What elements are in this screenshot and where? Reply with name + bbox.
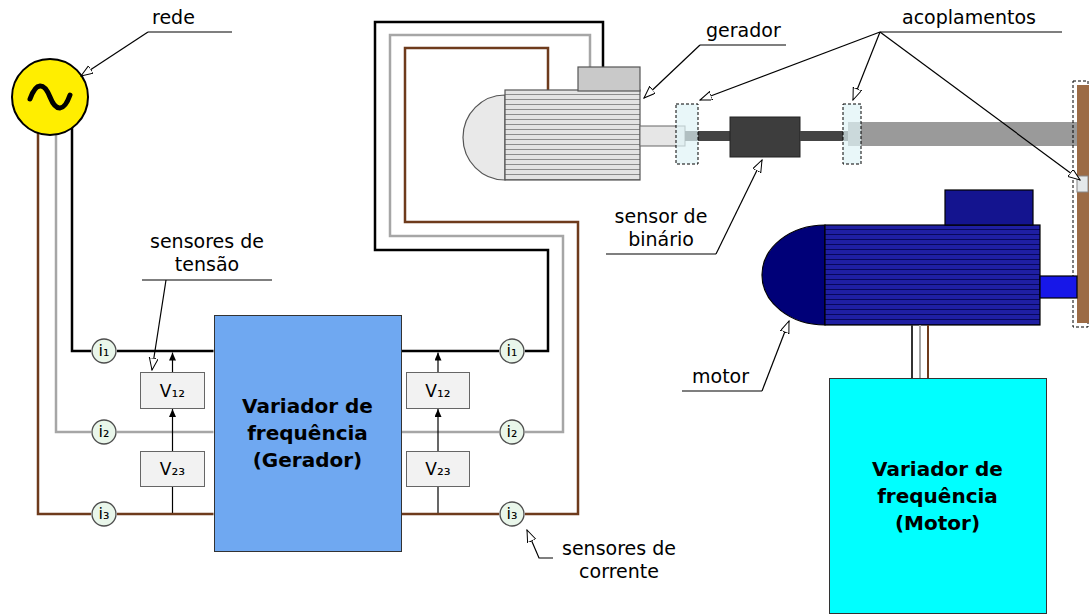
voltage-tap <box>172 487 173 513</box>
current-sensor: i₃ <box>499 501 525 527</box>
frequency-converter: Variador de frequência (Motor) <box>829 378 1047 614</box>
leader-line <box>644 45 700 98</box>
motor-body <box>825 225 1040 325</box>
voltage-sensor: V₁₂ <box>140 372 205 409</box>
shaft <box>1040 276 1077 298</box>
generator-body <box>505 90 640 180</box>
converter-label: Variador de frequência (Motor) <box>840 456 1036 537</box>
wire <box>402 431 500 434</box>
wire <box>117 350 214 353</box>
coupling-plate <box>1077 85 1089 323</box>
wire <box>402 350 500 353</box>
motor-cable <box>911 325 913 378</box>
coupling <box>676 104 698 164</box>
leader-line <box>762 321 789 391</box>
sensor-label: i₃ <box>99 505 110 523</box>
terminal-box <box>945 190 1033 225</box>
motor-cable <box>927 325 929 378</box>
voltage-sensor: V₂₃ <box>406 451 470 487</box>
ac-symbol <box>30 86 70 108</box>
sensor-label: i₃ <box>507 505 518 523</box>
wire <box>117 513 214 516</box>
grid-source <box>12 59 88 135</box>
callout-label: sensor de binário <box>604 205 718 251</box>
wire <box>38 100 91 514</box>
sensor-label: i₁ <box>507 342 518 360</box>
leader-line <box>152 280 166 370</box>
wire <box>375 22 603 351</box>
leader-line <box>700 32 880 100</box>
converter-label: Variador de frequência (Gerador) <box>225 393 391 474</box>
voltage-sensor: V₂₃ <box>140 451 205 487</box>
callout-label: sensores de tensão <box>144 230 270 276</box>
voltage-tap <box>437 487 438 513</box>
callout-label: gerador <box>706 19 781 42</box>
motor-cable <box>919 325 921 378</box>
current-sensor: i₂ <box>499 419 525 445</box>
callout-underline <box>606 253 716 254</box>
sensor-circle <box>92 339 116 363</box>
current-sensor: i₁ <box>499 338 525 364</box>
sensor-label: i₂ <box>507 423 518 441</box>
callout-label: motor <box>692 365 749 388</box>
current-sensor: i₁ <box>91 338 117 364</box>
sensor-label: i₂ <box>99 423 110 441</box>
sensor-label: V₁₂ <box>160 381 185 401</box>
shaft <box>848 122 1077 146</box>
sensor-label: i₁ <box>99 342 110 360</box>
frequency-converter: Variador de frequência (Gerador) <box>214 315 402 552</box>
leader-line <box>81 32 148 76</box>
leader-line <box>716 160 762 254</box>
leader-line <box>880 32 1080 180</box>
sensor-circle <box>92 420 116 444</box>
voltage-sensor: V₁₂ <box>406 372 470 409</box>
leader-line <box>527 530 553 558</box>
callout-underline <box>148 31 232 32</box>
wire <box>117 431 214 434</box>
sensor-circle <box>500 339 524 363</box>
callout-underline <box>700 44 786 45</box>
callout-underline <box>682 390 762 391</box>
voltage-tap <box>172 353 173 373</box>
wire <box>72 100 91 351</box>
sensor-circle <box>500 502 524 526</box>
sensor-label: V₁₂ <box>425 381 450 401</box>
sensor-label: V₂₃ <box>160 459 185 479</box>
current-sensor: i₂ <box>91 419 117 445</box>
measurement-arrow <box>172 409 173 451</box>
callout-underline <box>880 31 1062 32</box>
wire <box>56 100 91 432</box>
shaft <box>800 131 848 141</box>
current-sensor: i₃ <box>91 501 117 527</box>
measurement-arrow <box>437 409 438 451</box>
coupling <box>843 104 861 164</box>
sensor-circle <box>92 502 116 526</box>
callout-label: rede <box>152 6 195 29</box>
sensor-label: V₂₃ <box>425 459 450 479</box>
voltage-tap <box>437 353 438 373</box>
sensor-circle <box>500 420 524 444</box>
wire <box>402 513 500 516</box>
generator-endcap <box>463 95 505 180</box>
callout-label: acoplamentos <box>902 6 1036 29</box>
callout-underline <box>142 279 272 280</box>
motor-endcap <box>762 225 825 325</box>
terminal-box <box>578 67 640 91</box>
callout-label: sensores de corrente <box>556 537 682 583</box>
torque-sensor <box>730 117 800 157</box>
leader-line <box>853 32 880 100</box>
